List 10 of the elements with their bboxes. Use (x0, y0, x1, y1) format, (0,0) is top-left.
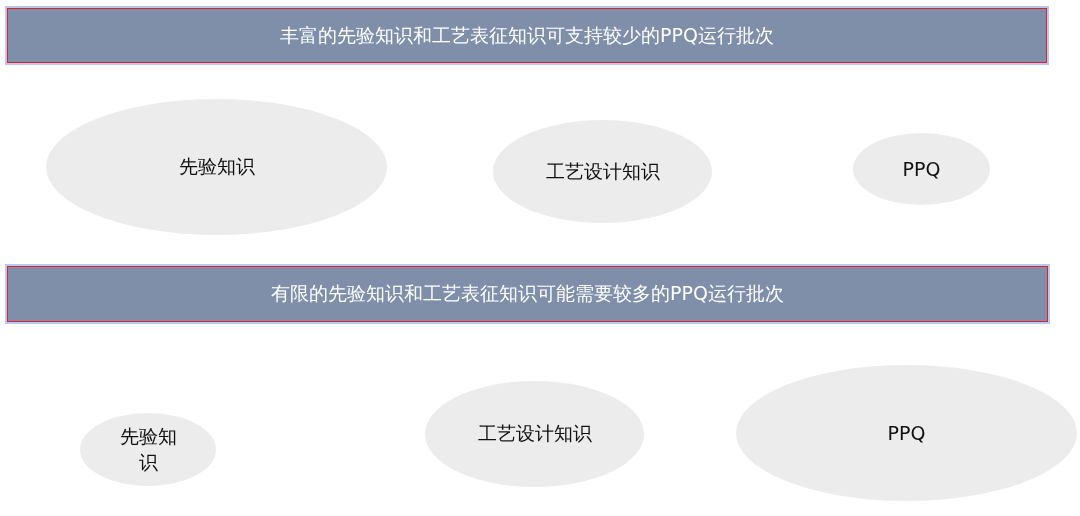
banner-text: 有限的先验知识和工艺表征知识可能需要较多的PPQ运行批次 (271, 281, 784, 306)
title-banner (7, 8, 1047, 63)
title-banner (7, 266, 1048, 322)
node-label: 工艺设计知识 (477, 421, 592, 446)
node-label: 工艺设计知识 (545, 158, 660, 184)
node-label: 先验知识 (178, 154, 255, 179)
node-label: PPQ (887, 422, 926, 444)
node-label: 先验知识 (118, 423, 178, 475)
node-label: PPQ (902, 158, 941, 180)
banner-text: 丰富的先验知识和工艺表征知识可支持较少的PPQ运行批次 (280, 22, 774, 48)
